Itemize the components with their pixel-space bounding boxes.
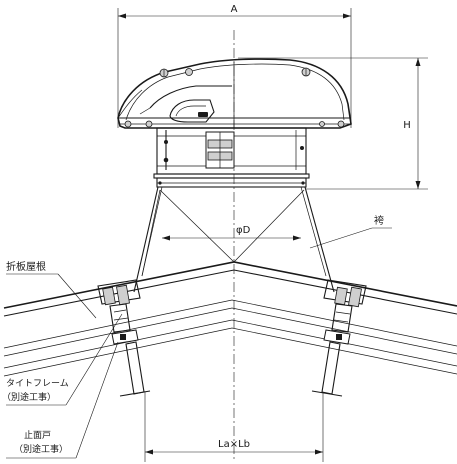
dimension-a: A <box>117 4 352 128</box>
callout-stopper-line2: （別途工事） <box>14 443 68 455</box>
right-mount-detail <box>311 279 367 397</box>
folded-plate-roof <box>3 261 457 377</box>
callout-stopper-line1: 止面戸 <box>24 429 51 441</box>
dimension-base: La×Lb <box>144 392 324 462</box>
dimension-diameter: φD <box>162 225 301 241</box>
dimension-diameter-label: φD <box>236 225 251 236</box>
callout-roof-label: 折板屋根 <box>6 260 46 273</box>
callout-leg-label: 袴 <box>374 214 384 227</box>
dimension-base-label: La×Lb <box>218 439 250 450</box>
dimension-h-label: H <box>403 120 411 131</box>
dimension-a-label: A <box>231 4 238 15</box>
ventilator-hood <box>117 58 352 129</box>
callout-tie-frame-line1: タイトフレーム <box>6 378 69 389</box>
hood-bolts <box>124 67 345 128</box>
callout-roof: 折板屋根 <box>6 260 97 319</box>
base-leg-frame <box>133 186 335 293</box>
callout-tie-frame: タイトフレーム （別途工事） <box>2 313 123 406</box>
callout-tie-frame-line2: （別途工事） <box>2 391 56 403</box>
left-mount-detail <box>97 279 151 397</box>
callout-stopper: 止面戸 （別途工事） <box>6 341 119 459</box>
dimension-h: H <box>238 57 428 190</box>
callout-leg: 袴 <box>309 214 392 249</box>
fan-neck <box>153 127 310 188</box>
